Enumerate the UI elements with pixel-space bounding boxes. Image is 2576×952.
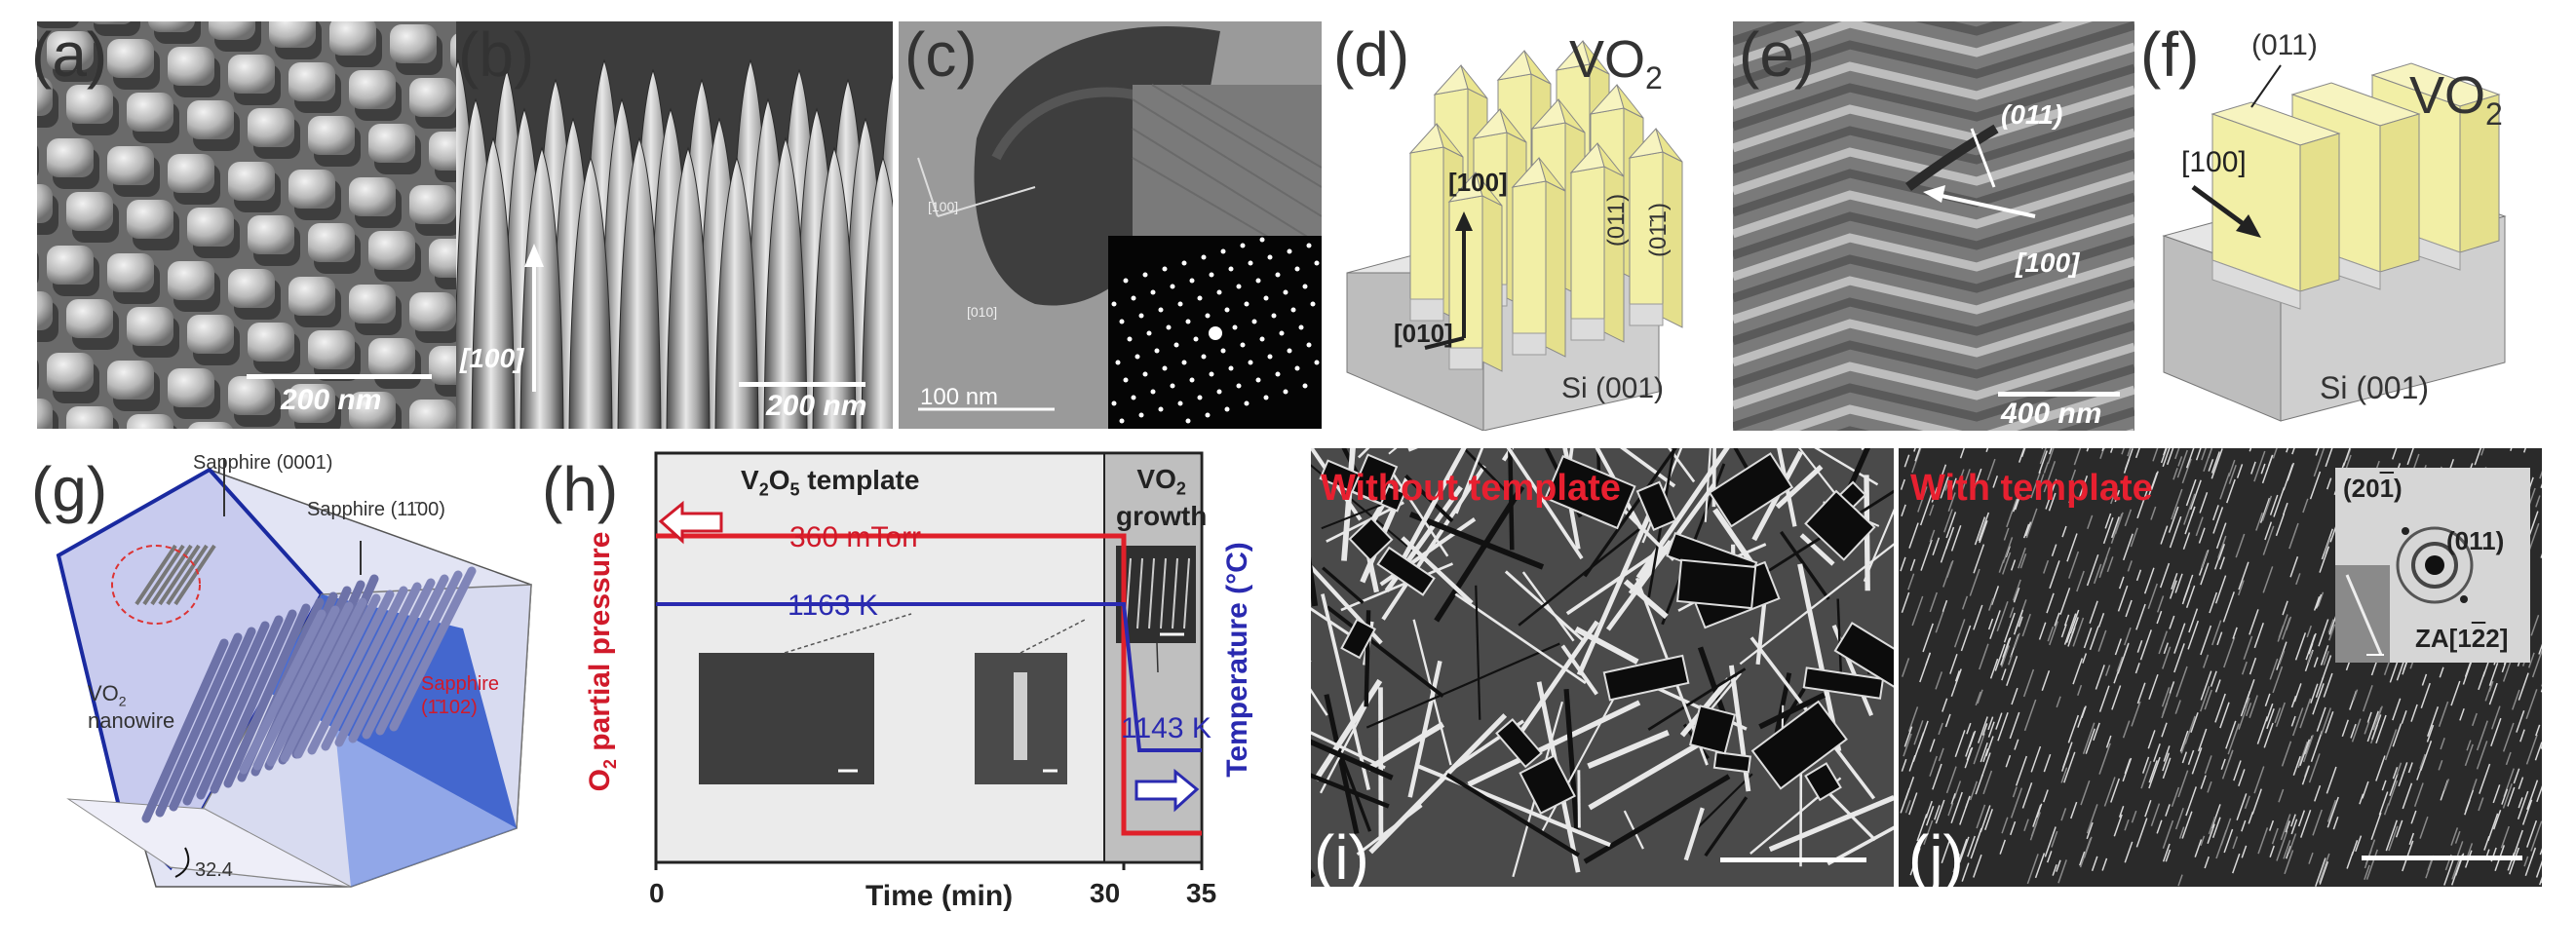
substrate-label: Si (001) (2320, 370, 2430, 405)
panel-f-schematic: (011) VO2 [100] Si (001) (2134, 21, 2556, 431)
panel-e-sem: (011) [100] 400 nm (1733, 21, 2134, 431)
x-tick-label: 30 (1090, 878, 1121, 908)
panel-label-c: (c) (904, 19, 978, 90)
panel-f-diagram (2162, 62, 2507, 422)
panel-label-h: (h) (542, 454, 619, 524)
growth-chart (654, 451, 1204, 870)
panel-e-image (1733, 21, 2134, 431)
pressure-series-line (656, 533, 1202, 836)
panel-j-sem: With template (201) (011) ZA[122] (1899, 448, 2542, 887)
sapphire-top-label: Sapphire (0001) (193, 452, 333, 474)
caption: Without template (1321, 468, 1621, 509)
direction-label: [100] (460, 343, 524, 373)
scale-bar (247, 374, 432, 379)
scale-bar (1720, 857, 1866, 862)
zone-axis-label: ZA[122] (2415, 624, 2509, 653)
sapphire-side-label: Sapphire (11̄00) (307, 499, 445, 520)
sapphire-r-label: Sapphire(1̄102) (421, 673, 500, 718)
panel-g-diagram (56, 458, 532, 888)
temperature-series-line (656, 602, 1202, 752)
angle-label: 32.4 (195, 859, 233, 881)
direction-label: [100] (2181, 146, 2247, 178)
panel-label-i: (i) (1314, 822, 1369, 893)
direction-label-100: [100] (928, 199, 959, 214)
panel-label-a: (a) (31, 19, 108, 90)
temp-value-label-1: 1163 K (788, 590, 878, 622)
x-tick-label: 35 (1186, 878, 1217, 908)
panel-b-sem: 200 nm [100] (456, 21, 893, 429)
y-axis-label-right: Temperature (°C) (1221, 542, 1253, 778)
facet-label-01-1: (01̄1) (1645, 202, 1672, 258)
direction-label: [100] (2016, 248, 2080, 278)
scale-bar (2362, 856, 2522, 860)
panel-label-d: (d) (1333, 19, 1410, 90)
scale-label: 200 nm (766, 390, 867, 422)
scale-bar (739, 382, 865, 387)
panel-i-image (1311, 448, 1894, 887)
y-axis-label-left: O2 partial pressure (584, 531, 620, 792)
direction-label-010: [010] (1394, 319, 1453, 348)
direction-label-100: [100] (1448, 168, 1508, 197)
facet-label-011: (011) (1603, 193, 1631, 248)
panel-c-image (899, 21, 1322, 429)
panel-b-image (456, 21, 893, 429)
panel-label-g: (g) (31, 454, 108, 524)
panel-i-sem: Without template (1311, 448, 1894, 887)
scale-label: 200 nm (281, 384, 382, 416)
panel-title: VO2 (2409, 66, 2503, 132)
panel-label-j: (j) (1908, 822, 1964, 893)
panel-d-diagram (1346, 39, 1683, 431)
panel-j-image (1899, 448, 2542, 887)
panel-label-b: (b) (458, 19, 535, 90)
x-axis-label: Time (min) (865, 880, 1014, 912)
panel-a-sem: 200 nm (37, 21, 456, 429)
region-label-template: V2O5 template (741, 465, 920, 500)
panel-label-f: (f) (2140, 19, 2200, 90)
pressure-value-label: 360 mTorr (789, 521, 922, 553)
panel-title: VO2 (1569, 30, 1663, 95)
caption: With template (1910, 468, 2153, 509)
scale-label: 100 nm (920, 384, 999, 410)
direction-label-010: [010] (967, 304, 998, 320)
x-tick-label: 0 (649, 878, 665, 908)
temp-value-label-2: 1143 K (1121, 712, 1211, 744)
panel-d-schematic: VO2 [100] [010] (011) (01̄1) Si (001) (1327, 21, 1737, 431)
facet-label: (011) (2251, 29, 2318, 61)
panel-c-tem: [100] [010] 100 nm (899, 21, 1322, 429)
scale-bar (1998, 392, 2120, 397)
diffraction-label-011: (011) (2446, 526, 2505, 555)
panel-label-e: (e) (1739, 19, 1816, 90)
scale-label: 400 nm (2001, 398, 2102, 430)
substrate-label: Si (001) (1561, 372, 1665, 404)
panel-a-image (37, 21, 456, 429)
diffraction-label-20-1: (201) (2343, 474, 2403, 503)
facet-label: (011) (2001, 99, 2063, 130)
